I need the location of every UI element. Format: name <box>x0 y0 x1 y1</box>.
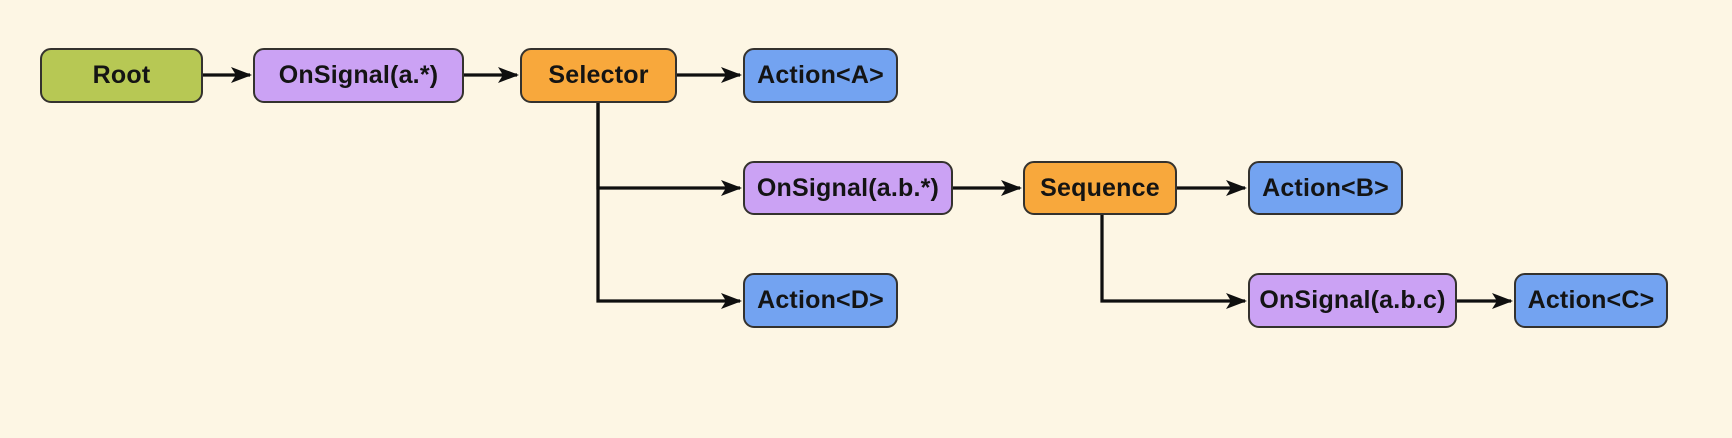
node-onsignal-a-b-c: OnSignal(a.b.c) <box>1248 273 1457 328</box>
node-label: OnSignal(a.*) <box>278 61 439 89</box>
node-action-d: Action<D> <box>743 273 898 328</box>
node-label: Root <box>92 61 151 89</box>
node-action-a: Action<A> <box>743 48 898 103</box>
node-label: Sequence <box>1040 173 1160 202</box>
node-label: Selector <box>548 61 649 89</box>
node-action-c: Action<C> <box>1514 273 1668 328</box>
node-root: Root <box>40 48 203 103</box>
node-onsignal-a: OnSignal(a.*) <box>253 48 464 103</box>
edge-selector-to-action-d <box>596 103 742 309</box>
node-label: OnSignal(a.b.*) <box>756 173 940 202</box>
node-action-b: Action<B> <box>1248 161 1403 215</box>
node-label: Action<A> <box>757 61 884 89</box>
edge-selector-to-onsignal-a-b <box>596 103 742 196</box>
node-label: Action<D> <box>757 286 884 314</box>
edge-sequence-to-onsignal-a-b-c <box>1100 215 1247 309</box>
node-sequence: Sequence <box>1023 161 1177 215</box>
node-onsignal-a-b: OnSignal(a.b.*) <box>743 161 953 215</box>
node-label: Action<C> <box>1527 286 1655 314</box>
node-selector: Selector <box>520 48 677 103</box>
node-label: OnSignal(a.b.c) <box>1259 286 1446 314</box>
node-label: Action<B> <box>1262 173 1389 202</box>
